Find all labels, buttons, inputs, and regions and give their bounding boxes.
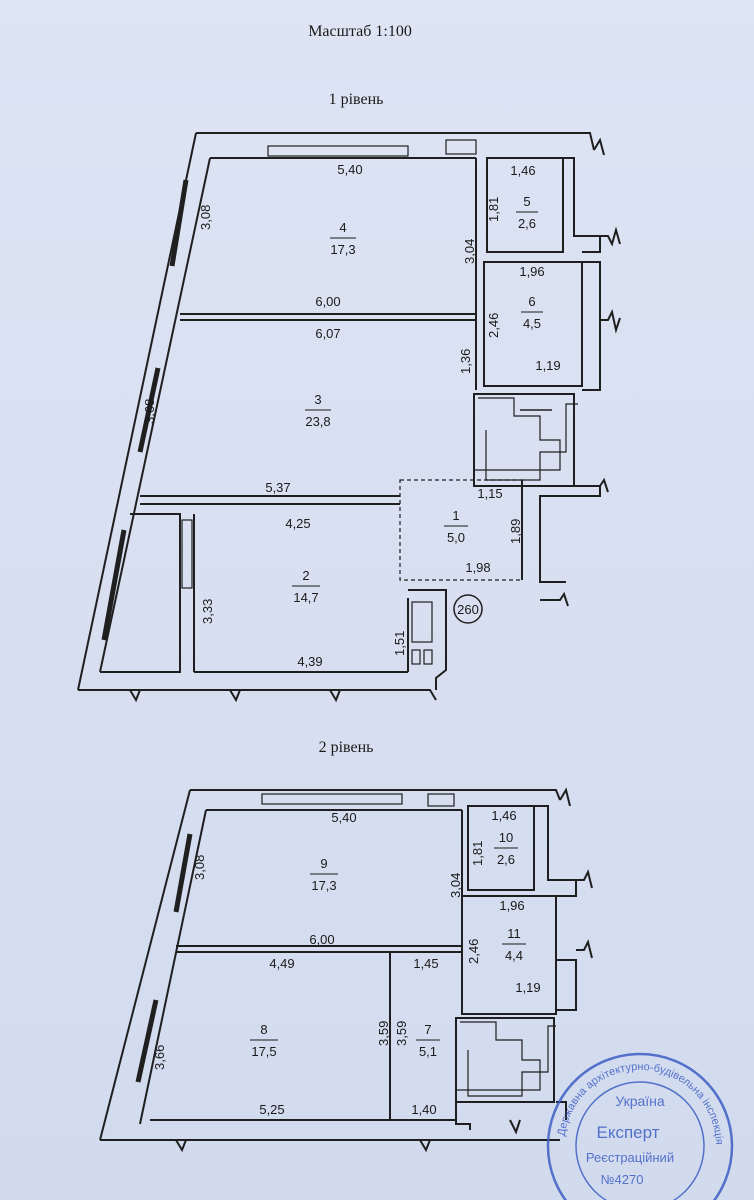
stamp-country: Україна <box>615 1093 665 1109</box>
dim-label: 1,98 <box>465 560 490 575</box>
room-6-area: 4,5 <box>523 316 541 331</box>
dim-label: 3,59 <box>394 1021 409 1046</box>
dim-label: 3,68 <box>142 399 157 424</box>
room-7-area: 5,1 <box>419 1044 437 1059</box>
level1-west-wall-inner <box>99 157 211 673</box>
dim-label: 6,00 <box>315 294 340 309</box>
room-6-number: 6 <box>528 294 535 309</box>
room-10-number: 10 <box>499 830 513 845</box>
room-8-area: 17,5 <box>251 1044 276 1059</box>
room-3-number: 3 <box>314 392 321 407</box>
dim-label: 3,08 <box>192 855 207 880</box>
room-5-area: 2,6 <box>518 216 536 231</box>
level1-room-labels: 4 17,3 5 2,6 6 4,5 3 23,8 1 5,0 2 14,7 2… <box>292 194 543 617</box>
dim-label: 1,15 <box>477 486 502 501</box>
level2-west-wall-inner <box>139 809 207 1125</box>
dim-label: 1,81 <box>486 197 501 222</box>
dim-label: 5,37 <box>265 480 290 495</box>
room-5-number: 5 <box>523 194 530 209</box>
level1-dimensions: 5,40 3,08 3,04 1,46 1,81 1,96 2,46 6,00 … <box>142 162 561 669</box>
elevation-marker: 260 <box>457 602 479 617</box>
dim-label: 1,96 <box>519 264 544 279</box>
room-9-area: 17,3 <box>311 878 336 893</box>
dim-label: 5,25 <box>259 1102 284 1117</box>
stamp-role: Експерт <box>597 1123 660 1142</box>
room-3-area: 23,8 <box>305 414 330 429</box>
level2-dimensions: 5,40 3,08 3,04 1,46 1,81 1,96 2,46 6,00 … <box>152 808 541 1117</box>
room-4-number: 4 <box>339 220 346 235</box>
dim-label: 1,45 <box>413 956 438 971</box>
room-2-number: 2 <box>302 568 309 583</box>
room-1-area: 5,0 <box>447 530 465 545</box>
dim-label: 4,49 <box>269 956 294 971</box>
dim-label: 3,04 <box>462 239 477 264</box>
dim-label: 3,59 <box>376 1021 391 1046</box>
dim-label: 1,89 <box>508 519 523 544</box>
level2-title: 2 рівень <box>319 739 374 756</box>
dim-label: 2,46 <box>486 313 501 338</box>
dim-label: 4,39 <box>297 654 322 669</box>
dim-label: 1,51 <box>392 631 407 656</box>
room-7-number: 7 <box>424 1022 431 1037</box>
level2-west-wall-outer <box>99 789 191 1141</box>
dim-label: 3,33 <box>200 599 215 624</box>
dim-label: 6,07 <box>315 326 340 341</box>
room-4-area: 17,3 <box>330 242 355 257</box>
room-10-area: 2,6 <box>497 852 515 867</box>
dim-label: 1,46 <box>510 163 535 178</box>
dim-label: 5,40 <box>337 162 362 177</box>
dim-label: 3,66 <box>152 1045 167 1070</box>
dim-label: 5,40 <box>331 810 356 825</box>
level2-plan <box>99 787 593 1153</box>
expert-stamp: Державна архітектурно-будівельна інспекц… <box>546 1052 734 1200</box>
dim-label: 1,81 <box>470 841 485 866</box>
room-2-area: 14,7 <box>293 590 318 605</box>
dim-label: 4,25 <box>285 516 310 531</box>
dim-label: 1,46 <box>491 808 516 823</box>
room-1-number: 1 <box>452 508 459 523</box>
dim-label: 6,00 <box>309 932 334 947</box>
room-8-number: 8 <box>260 1022 267 1037</box>
level1-plan <box>77 132 621 703</box>
dim-label: 1,19 <box>515 980 540 995</box>
level1-title: 1 рівень <box>329 91 384 108</box>
dim-label: 2,46 <box>466 939 481 964</box>
room-11-area: 4,4 <box>505 948 523 963</box>
stamp-number: №4270 <box>601 1172 644 1187</box>
dim-label: 3,08 <box>198 205 213 230</box>
room-9-number: 9 <box>320 856 327 871</box>
stamp-registry: Реєстраційний <box>586 1150 674 1165</box>
dim-label: 1,36 <box>458 349 473 374</box>
dim-label: 1,40 <box>411 1102 436 1117</box>
dim-label: 1,19 <box>535 358 560 373</box>
level2-north-wall <box>190 789 561 801</box>
level2-room-labels: 9 17,3 10 2,6 11 4,4 8 17,5 7 5,1 <box>250 830 526 1059</box>
scale-title: Масштаб 1:100 <box>308 23 412 40</box>
room-11-number: 11 <box>507 926 521 941</box>
dim-label: 3,04 <box>448 873 463 898</box>
level1-north-wall <box>196 132 595 151</box>
dim-label: 1,96 <box>499 898 524 913</box>
